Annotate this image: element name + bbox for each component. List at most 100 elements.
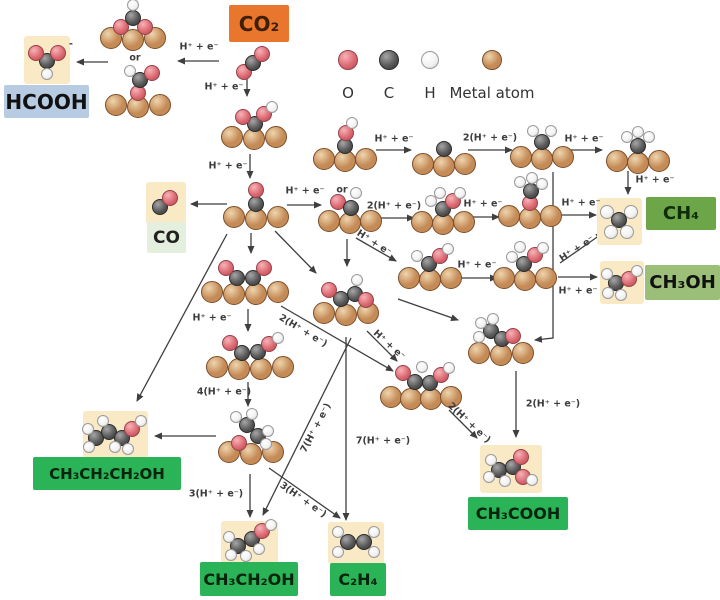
hydrogen-atom [41,68,53,80]
arrow-label-3: H⁺ + e⁻ [285,185,325,197]
arrow-label-16: H⁺ + e⁻ [558,285,598,297]
metal-atom [411,211,433,233]
metal-atom [223,206,245,228]
oxygen-atom [395,365,411,381]
reaction-arrow-19 [366,330,398,362]
metal-atom [606,150,628,172]
carbon-atom [340,534,356,550]
oxygen-atom [256,260,272,276]
hydrogen-atom [475,317,487,329]
ch3cooh-label-box: CH₃COOH [468,497,568,530]
metal-atom [433,155,455,177]
metal-atom [122,29,144,51]
legend-carbon-atom [379,50,399,70]
hydrogen-atom [266,101,278,113]
hydrogen-atom [545,125,557,137]
metal-atom [313,148,335,170]
carbon-atom [356,534,372,550]
carbon-atom [125,10,141,26]
carbon-atom [611,212,627,228]
arrow-label-23: 2(H⁺ + e⁻) [525,398,581,410]
metal-atom [648,150,670,172]
metal-atom [240,443,262,465]
hydrogen-atom [483,471,495,483]
arrow-label-10: H⁺ + e⁻ [635,174,675,186]
carbon-atom [229,270,245,286]
metal-atom [627,152,649,174]
oxygen-atom [222,335,238,351]
metal-atom [412,153,434,175]
hydrogen-atom [272,332,284,344]
metal-atom [228,358,250,380]
hydrogen-atom [253,543,265,555]
legend-hydrogen-atom [421,51,439,69]
arrow-label-24: 7(H⁺ + e⁻) [355,435,411,447]
metal-atom [440,386,462,408]
propanol-label-box: CH₃CH₂CH₂OH [33,457,181,490]
reaction-arrow-22 [274,230,317,274]
oxygen-atom [28,45,44,61]
hydrogen-atom [473,331,485,343]
hydrogen-atom [135,415,147,427]
metal-atom [420,388,442,410]
hydrogen-atom [526,474,538,486]
metal-atom [250,358,272,380]
hydrogen-atom [83,441,95,453]
arrow-label-13: H⁺ + e⁻ [561,197,601,209]
metal-atom [468,342,490,364]
hydrogen-atom [632,126,644,138]
metal-atom [514,269,536,291]
metal-atom [552,146,574,168]
metal-atom [105,94,127,116]
oxygen-atom [248,182,264,198]
arrow-label-8: 2(H⁺ + e⁻) [462,132,518,144]
hydrogen-atom [604,225,618,239]
carbon-atom [436,141,452,157]
hydrogen-atom [443,362,455,374]
metal-atom [313,302,335,324]
metal-atom [267,281,289,303]
hydrogen-atom [506,251,518,263]
legend-label-h: H [424,84,436,102]
hydrogen-atom [225,549,237,561]
oxygen-atom [218,260,234,276]
metal-atom [149,94,171,116]
metal-atom [419,269,441,291]
hydrogen-atom [350,187,362,199]
arrow-label-11: 2(H⁺ + e⁻) [366,200,422,212]
hydrogen-atom [127,0,139,11]
reaction-arrow-27 [136,233,228,402]
metal-atom [318,210,340,232]
oxygen-atom [162,190,178,206]
hydrogen-atom [223,531,235,543]
co-label-box: CO [147,222,186,253]
metal-atom [535,267,557,289]
legend-label-o: O [342,84,354,102]
hcooh-label-box: HCOOH [4,85,89,118]
metal-atom [510,146,532,168]
arrow-label-7: H⁺ + e⁻ [374,133,414,145]
hydrogen-atom [240,550,252,562]
metal-atom [355,148,377,170]
metal-atom [440,267,462,289]
ch3oh-label-box: CH₃OH [645,265,720,300]
carbon-atom [234,345,250,361]
reaction-arrow-20 [448,409,478,439]
hydrogen-atom [615,289,627,301]
hydrogen-atom [499,475,511,487]
hydrogen-atom [262,425,274,437]
hydrogen-atom [442,243,454,255]
oxygen-atom [254,46,270,62]
arrow-label-4: or [129,52,141,64]
metal-atom [206,356,228,378]
hydrogen-atom [537,242,549,254]
oxygen-atom [137,19,153,35]
hydrogen-atom [643,131,655,143]
carbon-atom [245,270,261,286]
hydrogen-atom [601,268,613,280]
reaction-arrow-16 [559,232,604,264]
metal-atom [272,356,294,378]
arrow-label-21: 4(H⁺ + e⁻) [196,386,252,398]
metal-atom [398,267,420,289]
legend-label-c: C [383,84,395,102]
